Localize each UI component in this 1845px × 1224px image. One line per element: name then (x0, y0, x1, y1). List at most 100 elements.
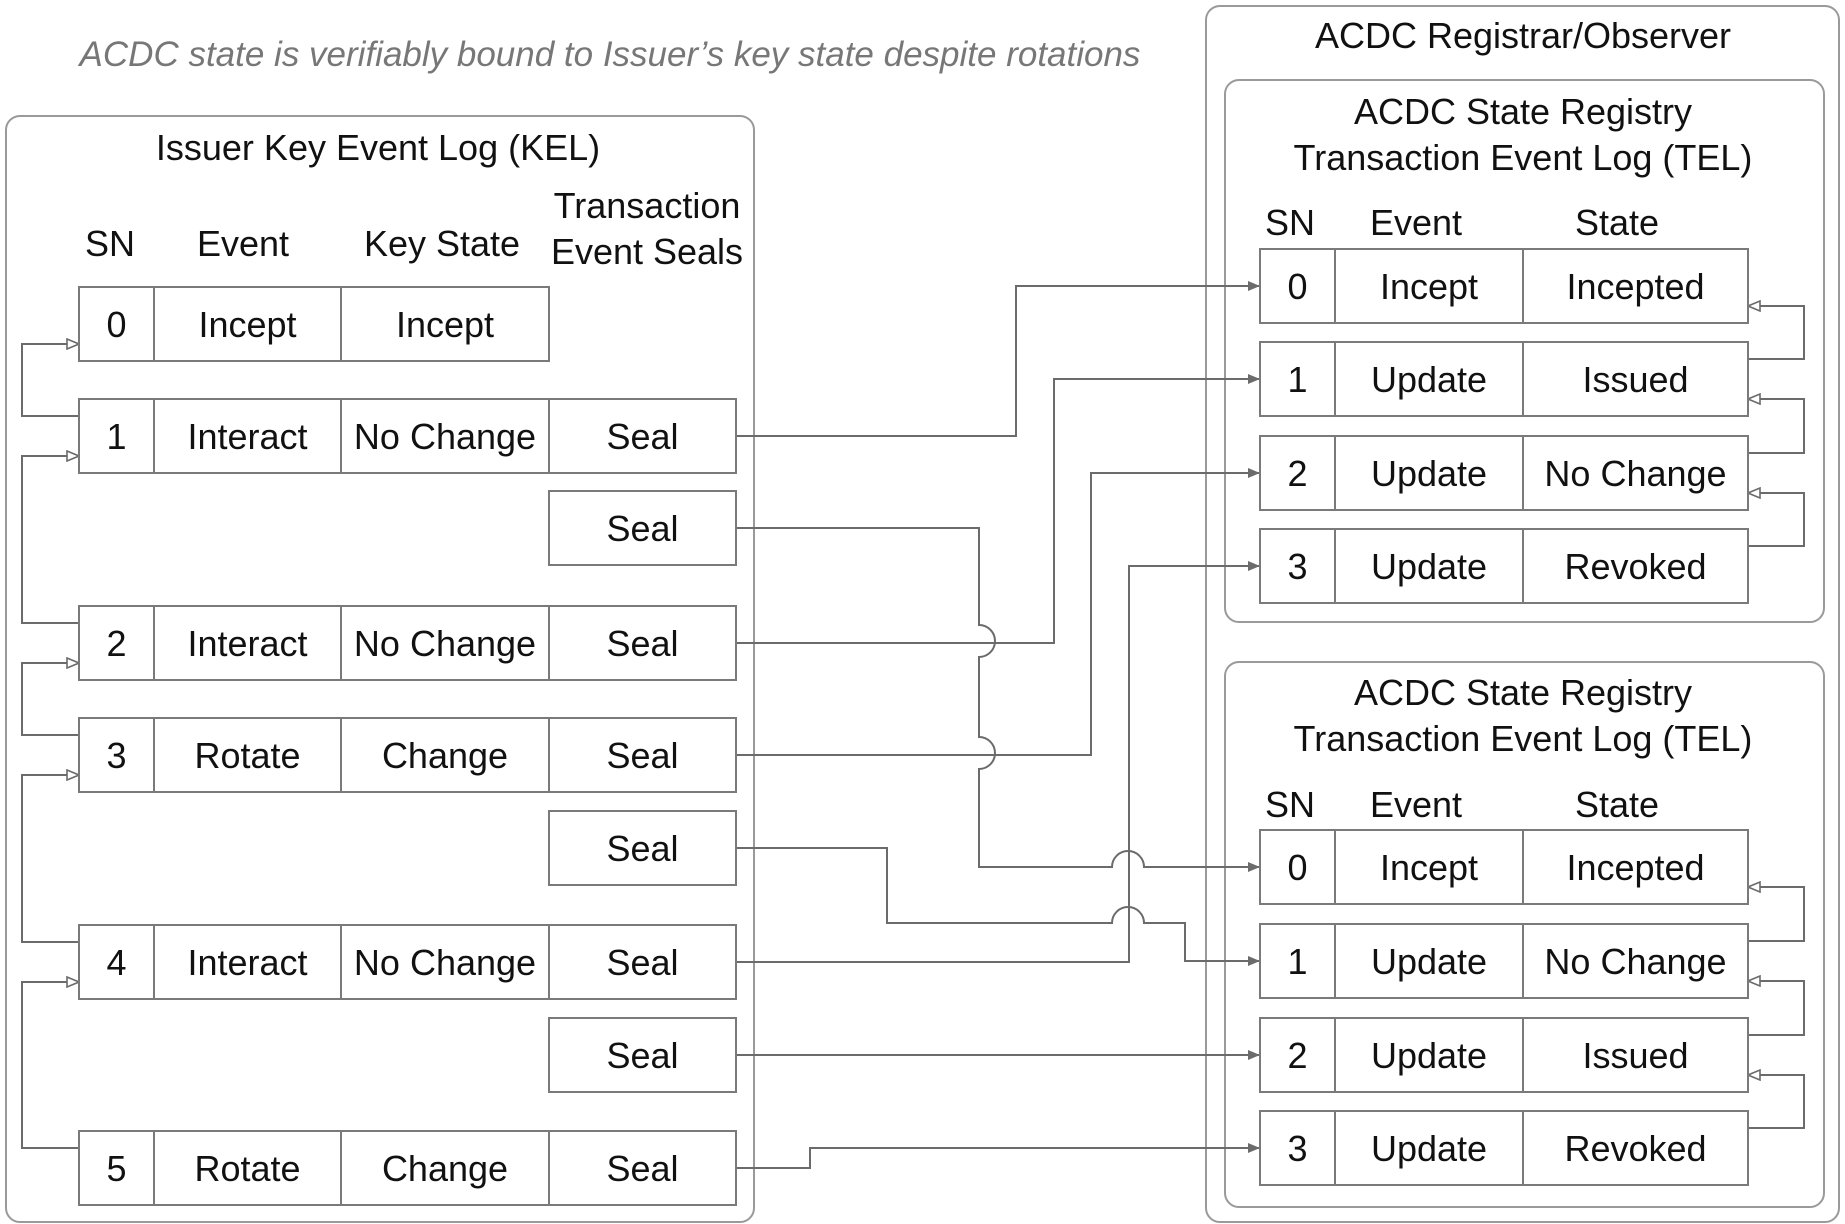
tel-2-header-event: Event (1370, 784, 1462, 825)
kel-row-0-key-state-label: Incept (396, 304, 494, 345)
kel-row-5-event: Rotate (153, 1130, 342, 1206)
kel-row-3-event-label: Rotate (194, 735, 300, 776)
kel-row-0-sn: 0 (78, 286, 155, 362)
kel-row-2-seal-0-label: Seal (606, 623, 678, 664)
tel-2-row-1-sn: 1 (1259, 923, 1336, 999)
kel-row-4-event-label: Interact (187, 942, 307, 983)
kel-row-3-seal-1: Seal (548, 810, 737, 886)
tel-2-row-0-event-label: Incept (1380, 847, 1478, 888)
tel-1-header-state: State (1575, 202, 1659, 243)
kel-header-event: Event (197, 223, 289, 264)
tel-2-row-0-state-box (1522, 829, 1749, 905)
kel-row-3-seal-0-label: Seal (606, 735, 678, 776)
tel-1-row-1-state-box (1522, 341, 1749, 417)
kel-row-1-seal-0-label: Seal (606, 416, 678, 457)
kel-row-2-event-label: Interact (187, 623, 307, 664)
tel-2-row-1-state-label: No Change (1544, 941, 1726, 982)
tel-1-row-3-sn-label: 3 (1287, 546, 1307, 587)
tel-1-row-0-state-label: Incepted (1566, 266, 1704, 307)
kel-row-4-key-state-box (340, 924, 550, 1000)
tel-2-row-2-sn-label: 2 (1287, 1035, 1307, 1076)
tel-1-chain-link-1 (1748, 306, 1805, 360)
seal-link-4 (736, 847, 1260, 966)
tel-1-row-1-state-label: Issued (1582, 359, 1688, 400)
tel-2-row-1-state-box (1522, 923, 1749, 999)
kel-row-4-seal-0: Seal (548, 924, 737, 1000)
kel-row-2-key-state-label: No Change (354, 623, 536, 664)
tel-2-title-line2: Transaction Event Log (TEL) (1294, 718, 1753, 759)
kel-row-5-sn-box (78, 1130, 155, 1206)
tel-1-row-1-event-box (1334, 341, 1524, 417)
tel-1-row-1-sn-label: 1 (1287, 359, 1307, 400)
tel-1-row-2-sn-label: 2 (1287, 453, 1307, 494)
kel-header-sn: SN (85, 223, 135, 264)
kel-row-1-seal-1: Seal (548, 490, 737, 566)
kel-row-5-seal-0-label: Seal (606, 1148, 678, 1189)
tel-2-row-2-state-label: Issued (1582, 1035, 1688, 1076)
kel-row-1-event-box (153, 398, 342, 474)
tel-1-header-event: Event (1370, 202, 1462, 243)
kel-row-4-seal-0-box (548, 924, 737, 1000)
tel-1-row-1-event: Update (1334, 341, 1524, 417)
observer-title: ACDC Registrar/Observer (1315, 15, 1731, 56)
kel-row-5-key-state-label: Change (382, 1148, 508, 1189)
tel-1-row-3-event: Update (1334, 528, 1524, 604)
kel-row-2-key-state-box (340, 605, 550, 681)
kel-row-2-sn-box (78, 605, 155, 681)
tel-1-row-0-event: Incept (1334, 248, 1524, 324)
tel-2-row-1-sn-box (1259, 923, 1336, 999)
tel-2-row-0-event: Incept (1334, 829, 1524, 905)
kel-row-5-event-label: Rotate (194, 1148, 300, 1189)
tel-1-row-3-sn-box (1259, 528, 1336, 604)
kel-row-4-sn: 4 (78, 924, 155, 1000)
kel-row-1-key-state-label: No Change (354, 416, 536, 457)
kel-row-0-key-state-box (340, 286, 550, 362)
connector-lines (21, 281, 1805, 1169)
tel-2-chain-link-2 (1748, 981, 1805, 1036)
kel-row-1-sn-box (78, 398, 155, 474)
tel-2-row-1-event-label: Update (1371, 941, 1487, 982)
tel-1-chain-link-3 (1748, 493, 1805, 547)
seal-link-2 (736, 374, 1260, 644)
tel-2-row-0-event-box (1334, 829, 1524, 905)
tel-2-row-0-sn: 0 (1259, 829, 1336, 905)
tel-1-row-1-event-label: Update (1371, 359, 1487, 400)
kel-header-seals-line1: Transaction (554, 185, 741, 226)
kel-row-2-seal-0: Seal (548, 605, 737, 681)
kel-row-4-seal-1: Seal (548, 1017, 737, 1093)
kel-row-1-sn-label: 1 (106, 416, 126, 457)
kel-row-1-seal-0: Seal (548, 398, 737, 474)
kel-row-0-event: Incept (153, 286, 342, 362)
tel-2-title-line1: ACDC State Registry (1354, 672, 1692, 713)
tel-1-row-3-state: Revoked (1522, 528, 1749, 604)
tel-1-row-0-sn-box (1259, 248, 1336, 324)
kel-row-5-seal-0-box (548, 1130, 737, 1206)
kel-row-2-sn: 2 (78, 605, 155, 681)
tel-2-row-1-event: Update (1334, 923, 1524, 999)
kel-row-4-seal-1-label: Seal (606, 1035, 678, 1076)
tel-1-row-3-state-label: Revoked (1564, 546, 1706, 587)
tel-1-row-0-event-label: Incept (1380, 266, 1478, 307)
tel-1-row-2-sn: 2 (1259, 435, 1336, 511)
tel-1-row-1-state: Issued (1522, 341, 1749, 417)
tel-2-row-0-sn-label: 0 (1287, 847, 1307, 888)
kel-chain-link-1 (21, 344, 79, 417)
tel-2-row-2-event: Update (1334, 1017, 1524, 1093)
kel-chain-link-4 (21, 775, 79, 943)
kel-row-1-seal-1-label: Seal (606, 508, 678, 549)
kel-row-4-event: Interact (153, 924, 342, 1000)
kel-row-3-seal-1-box (548, 810, 737, 886)
kel-row-1-key-state: No Change (340, 398, 550, 474)
kel-row-3-event: Rotate (153, 717, 342, 793)
seal-link-3 (736, 468, 1260, 756)
kel-row-3-event-box (153, 717, 342, 793)
tel-2-row-3-sn-label: 3 (1287, 1128, 1307, 1169)
seal-link-1 (736, 527, 1260, 872)
kel-row-4-seal-0-label: Seal (606, 942, 678, 983)
tel-1-row-2-state-label: No Change (1544, 453, 1726, 494)
kel-row-3-sn: 3 (78, 717, 155, 793)
tel-1-row-0-sn: 0 (1259, 248, 1336, 324)
kel-row-4-key-state-label: No Change (354, 942, 536, 983)
tel-1-row-2-event: Update (1334, 435, 1524, 511)
kel-row-0-event-label: Incept (198, 304, 296, 345)
